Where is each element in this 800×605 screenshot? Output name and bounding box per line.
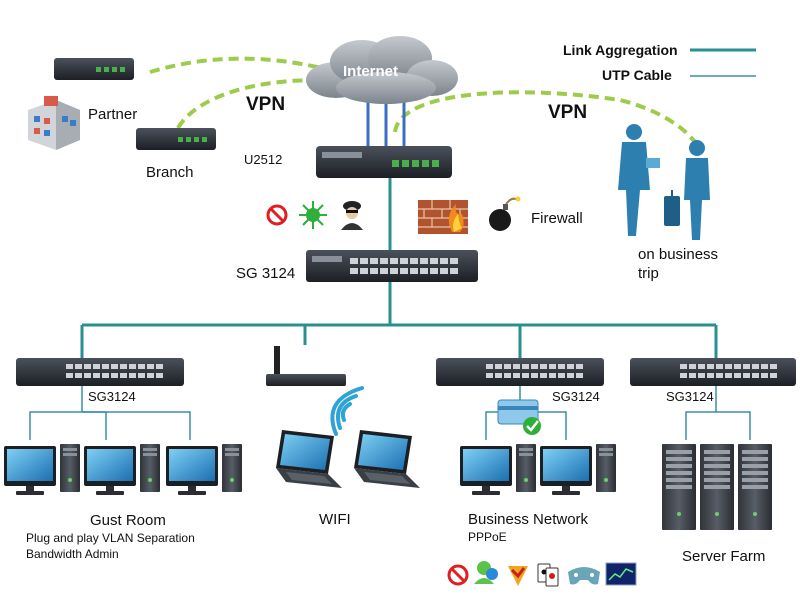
hacker-icon bbox=[341, 201, 363, 230]
credit-card-verified-icon bbox=[497, 399, 541, 435]
vpn-label-left: VPN bbox=[246, 94, 286, 115]
uplink-cables bbox=[366, 100, 406, 150]
blocked-sign-icon bbox=[447, 564, 469, 586]
stock-chart-icon bbox=[605, 562, 637, 586]
wireless-access-point bbox=[266, 346, 346, 386]
desktop-pc-icon bbox=[166, 444, 242, 495]
partner-router bbox=[54, 58, 134, 80]
link-aggregation-tree bbox=[80, 178, 718, 358]
virus-icon bbox=[299, 201, 327, 229]
gust-room-label: Gust Room bbox=[90, 512, 166, 529]
laptop-icon bbox=[276, 430, 342, 488]
router-model-label: U2512 bbox=[244, 152, 283, 167]
access-switch-business bbox=[436, 358, 604, 386]
legend-link-aggregation-label: Link Aggregation bbox=[563, 42, 678, 58]
internet-cloud bbox=[306, 36, 458, 104]
business-network-label: Business Network bbox=[468, 511, 589, 528]
pppoe-label: PPPoE bbox=[468, 530, 507, 544]
partner-label: Partner bbox=[88, 106, 138, 123]
server-rack-icon bbox=[738, 444, 772, 530]
cards-icon bbox=[537, 563, 559, 587]
desktop-pc-icon bbox=[540, 444, 616, 495]
access-switch-gust-label: SG3124 bbox=[88, 389, 136, 404]
server-farm-label: Server Farm bbox=[682, 548, 766, 565]
u2512-gateway-router bbox=[316, 146, 452, 178]
desktop-pc-icon bbox=[4, 444, 80, 495]
vpn-label-right: VPN bbox=[548, 102, 588, 123]
branch-router bbox=[136, 128, 216, 150]
blocked-sign-icon bbox=[266, 204, 288, 226]
gamepad-icon bbox=[568, 567, 600, 585]
core-switch-sg3124 bbox=[306, 250, 478, 282]
server-rack-icon bbox=[700, 444, 734, 530]
brick-firewall-icon bbox=[418, 200, 468, 234]
laptop-icon bbox=[354, 430, 420, 488]
vpn-tunnel-partner bbox=[149, 56, 331, 74]
access-switch-business-label: SG3124 bbox=[552, 389, 600, 404]
wifi-signal-icon bbox=[330, 386, 364, 436]
antivirus-icon bbox=[508, 566, 528, 586]
branch-label: Branch bbox=[146, 164, 194, 181]
bomb-icon bbox=[489, 196, 521, 231]
vpn-tunnel-business-trip bbox=[393, 90, 702, 151]
access-switch-server bbox=[630, 358, 796, 386]
on-business-trip-label: on business trip bbox=[638, 246, 719, 282]
gust-features-label-2: Bandwidth Admin bbox=[26, 547, 119, 561]
building-icon bbox=[28, 96, 80, 150]
desktop-pc-icon bbox=[84, 444, 160, 495]
business-traveller-icon bbox=[618, 124, 710, 240]
legend bbox=[690, 48, 756, 77]
gust-features-label: Plug and play VLAN Separation bbox=[26, 531, 195, 545]
access-switch-server-label: SG3124 bbox=[666, 389, 714, 404]
internet-label: Internet bbox=[343, 63, 399, 80]
firewall-label: Firewall bbox=[531, 210, 583, 227]
messenger-icon bbox=[474, 561, 498, 584]
utp-cables bbox=[29, 386, 751, 440]
core-switch-label: SG 3124 bbox=[236, 265, 296, 282]
server-rack-icon bbox=[662, 444, 696, 530]
access-switch-gust bbox=[16, 358, 184, 386]
wifi-label: WIFI bbox=[319, 511, 351, 528]
legend-utp-cable-label: UTP Cable bbox=[602, 67, 672, 83]
desktop-pc-icon bbox=[460, 444, 536, 495]
